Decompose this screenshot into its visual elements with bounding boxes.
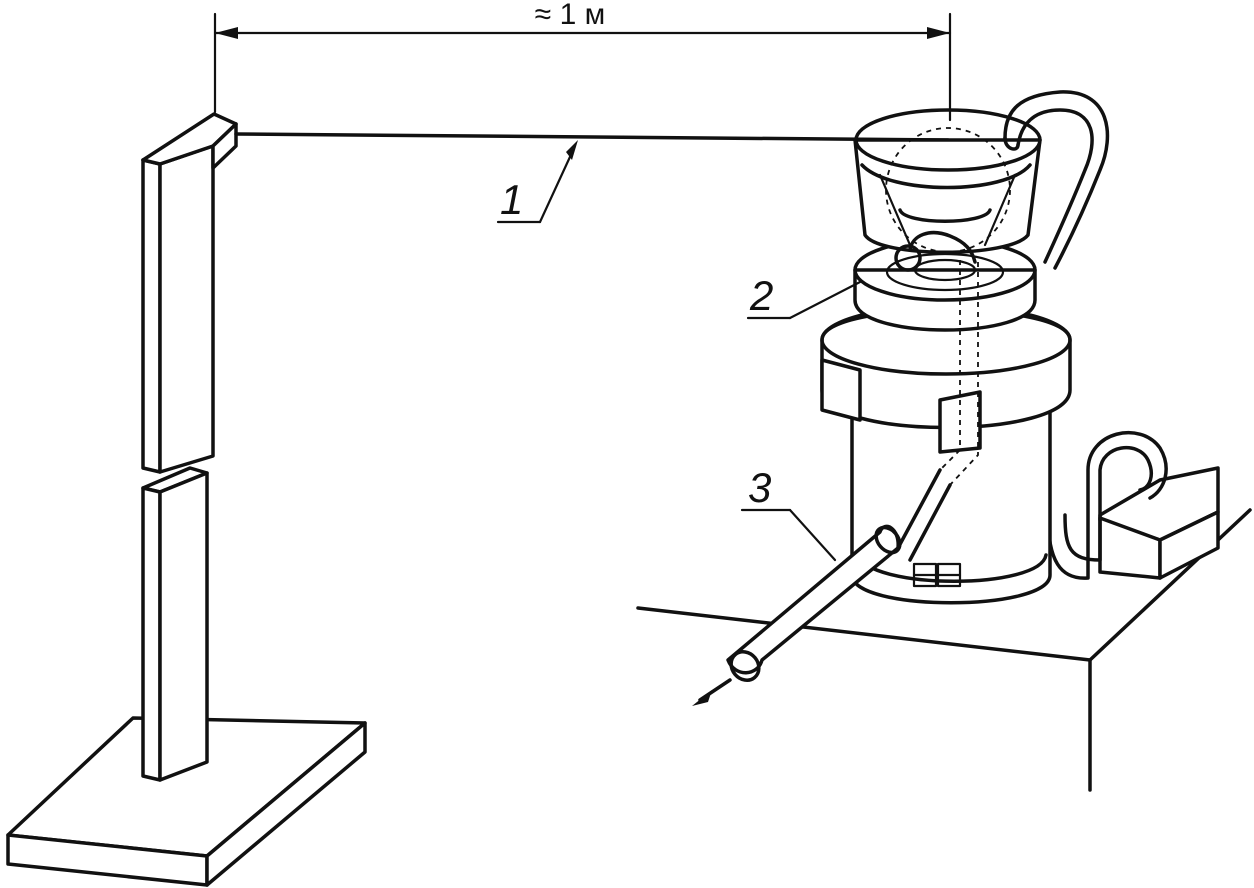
table-front-edge: [636, 606, 1092, 662]
dimension-label: ≈ 1 м: [535, 0, 605, 31]
stand-lower-column: [141, 466, 209, 782]
sphere-outline: [885, 127, 1011, 253]
stand-base-plate: [6, 716, 367, 887]
upper-vessel: [853, 108, 1042, 254]
stand: [6, 112, 367, 887]
stand-top-arm: [141, 112, 238, 170]
vessel-handle: [1003, 90, 1110, 270]
dimension-arrow-right: [927, 27, 950, 39]
callout-2: 2: [746, 272, 862, 320]
dimension-annotation: ≈ 1 м: [213, 0, 952, 122]
callout-2-label: 2: [749, 272, 773, 319]
wire-beam: [234, 132, 956, 158]
internal-tube: [894, 230, 979, 486]
stand-upper-column: [141, 139, 215, 474]
support-table: [636, 508, 1252, 792]
wire-line: [234, 132, 950, 142]
outlet-tube: [692, 468, 952, 706]
apparatus: [692, 90, 1110, 706]
connecting-hose: [1046, 431, 1168, 580]
dimension-arrow-left: [215, 27, 238, 39]
callout-3-label: 3: [748, 464, 771, 511]
callout-1: 1: [496, 140, 578, 224]
callout-3: 3: [740, 464, 837, 562]
control-box: [1098, 466, 1220, 580]
table-side-edge: [1088, 508, 1252, 662]
apparatus-lower-body: [850, 403, 1052, 605]
callout-1-label: 1: [500, 176, 523, 223]
